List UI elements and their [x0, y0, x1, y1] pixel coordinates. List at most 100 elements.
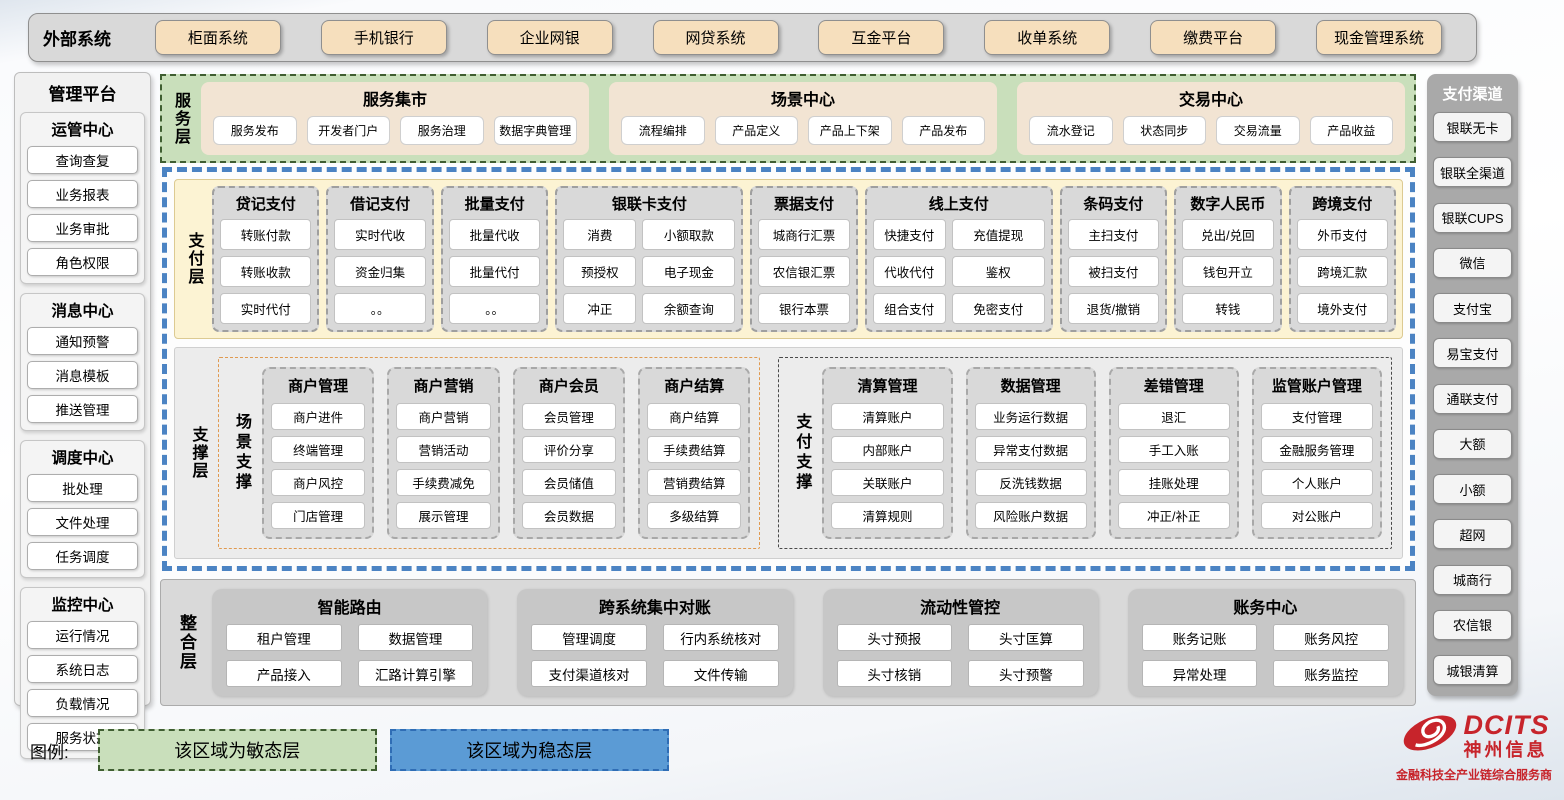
service-layer-label: 服务层: [172, 91, 189, 146]
support-module-title: 商户管理: [288, 378, 349, 395]
payment-function-box: 免密支付: [951, 293, 1045, 324]
management-function-box: 运行情况: [27, 621, 138, 649]
management-group-title: 调度中心: [51, 450, 114, 467]
management-group-title: 监控中心: [51, 597, 114, 614]
payment-layer-label: 支付层: [185, 232, 203, 286]
support-function-box: 内部账户: [831, 436, 944, 463]
stable-layer-container: 支付层 贷记支付转账付款转账收款实时代付借记支付实时代收资金归集。。批量支付批量…: [162, 167, 1415, 571]
legend-agile-box: 该区域为敏态层: [97, 729, 377, 771]
service-function-box: 产品收益: [1309, 116, 1393, 145]
payment-product-items: 快捷支付充值提现代收代付鉴权组合支付免密支付: [872, 219, 1045, 324]
support-function-box: 挂账处理: [1117, 469, 1230, 496]
payment-product-items: 消费小额取款预授权电子现金冲正余额查询: [563, 219, 736, 324]
service-center-items: 流程编排产品定义产品上下架产品发布: [621, 115, 985, 146]
integration-function-box: 头寸预报: [836, 624, 953, 651]
service-center-group: 场景中心流程编排产品定义产品上下架产品发布: [609, 82, 997, 155]
management-group: 消息中心通知预警消息模板推送管理: [20, 293, 145, 431]
support-function-box: 清算账户: [831, 403, 944, 430]
support-function-box: 反洗钱数据: [974, 469, 1087, 496]
integration-function-box: 异常处理: [1141, 660, 1258, 687]
payment-product-items: 兑出/兑回钱包开立转钱: [1182, 219, 1274, 324]
integration-function-box: 账务风控: [1273, 624, 1389, 651]
payment-function-box: 银行本票: [758, 293, 850, 324]
payment-function-box: 实时代收: [334, 219, 426, 250]
legend: 图例: 该区域为敏态层该区域为稳态层: [30, 729, 669, 771]
management-function-box: 文件处理: [27, 508, 138, 536]
service-layer: 服务层 服务集市服务发布开发者门户服务治理数据字典管理场景中心流程编排产品定义产…: [160, 74, 1416, 163]
support-module-group: 商户结算商户结算手续费结算营销费结算多级结算: [638, 367, 751, 539]
service-center-title: 交易中心: [1178, 92, 1243, 109]
support-function-box: 支付管理: [1260, 403, 1374, 430]
payment-channel-box: 通联支付: [1433, 383, 1512, 414]
payment-function-box: 冲正: [563, 293, 637, 324]
payment-channel-box: 城商行: [1433, 564, 1512, 595]
payment-product-title: 借记支付: [350, 196, 411, 213]
support-module-items: 商户结算手续费结算营销费结算多级结算: [647, 403, 742, 529]
external-systems-label: 外部系统: [43, 30, 111, 49]
management-function-box: 角色权限: [27, 248, 138, 276]
payment-product-group: 借记支付实时代收资金归集。。: [326, 186, 434, 332]
integration-module-items: 账务记账账务风控异常处理账务监控: [1141, 624, 1389, 687]
management-group-title: 消息中心: [51, 303, 114, 320]
support-module-group: 商户营销商户营销营销活动手续费减免展示管理: [387, 367, 500, 539]
payment-function-box: 转账付款: [220, 219, 312, 250]
support-function-box: 展示管理: [396, 502, 491, 529]
support-section-columns: 清算管理清算账户内部账户关联账户清算规则数据管理业务运行数据异常支付数据反洗钱数…: [822, 367, 1383, 539]
payment-product-items: 实时代收资金归集。。: [334, 219, 426, 324]
support-module-group: 清算管理清算账户内部账户关联账户清算规则: [822, 367, 953, 539]
support-function-box: 多级结算: [647, 502, 742, 529]
management-group: 运管中心查询查复业务报表业务审批角色权限: [20, 112, 145, 284]
support-module-title: 数据管理: [1000, 378, 1061, 395]
external-systems-list: 柜面系统手机银行企业网银网贷系统互金平台收单系统缴费平台现金管理系统: [135, 20, 1462, 55]
payment-channel-box: 银联全渠道: [1433, 157, 1512, 188]
service-function-box: 服务发布: [213, 116, 297, 145]
integration-function-box: 租户管理: [226, 624, 342, 651]
service-center-group: 交易中心流水登记状态同步交易流量产品收益: [1017, 82, 1405, 155]
payment-product-group: 批量支付批量代收批量代付。。: [440, 186, 549, 332]
support-section-payment: 支付支撑清算管理清算账户内部账户关联账户清算规则数据管理业务运行数据异常支付数据…: [778, 357, 1392, 549]
dcits-swirl-icon: [1399, 710, 1461, 761]
support-function-box: 冲正/补正: [1117, 502, 1230, 529]
support-function-box: 商户进件: [271, 403, 366, 430]
service-function-box: 开发者门户: [306, 116, 390, 145]
service-function-box: 服务治理: [400, 116, 484, 145]
support-function-box: 退汇: [1117, 403, 1230, 430]
dcits-logo: DCITS 神州信息 金融科技全产业链综合服务商: [1384, 710, 1564, 783]
external-system-box: 互金平台: [818, 20, 945, 55]
integration-layer-label: 整合层: [177, 614, 196, 671]
external-systems-bar: 外部系统 柜面系统手机银行企业网银网贷系统互金平台收单系统缴费平台现金管理系统: [28, 13, 1477, 62]
payment-function-box: 实时代付: [220, 293, 312, 324]
payment-product-group: 数字人民币兑出/兑回钱包开立转钱: [1174, 186, 1282, 332]
support-module-title: 商户结算: [664, 378, 725, 395]
payment-function-box: 批量代付: [448, 256, 541, 287]
payment-function-box: 小额取款: [642, 219, 736, 250]
support-layer-sections: 场景支撑商户管理商户进件终端管理商户风控门店管理商户营销商户营销营销活动手续费减…: [218, 357, 1392, 549]
payment-product-group: 票据支付城商行汇票农信银汇票银行本票: [750, 186, 858, 332]
support-module-title: 商户营销: [413, 378, 474, 395]
service-layer-groups: 服务集市服务发布开发者门户服务治理数据字典管理场景中心流程编排产品定义产品上下架…: [201, 82, 1405, 155]
payment-channel-box: 微信: [1433, 247, 1512, 278]
payment-function-box: 钱包开立: [1182, 256, 1274, 287]
management-function-box: 业务审批: [27, 214, 138, 242]
management-function-box: 业务报表: [27, 180, 138, 208]
integration-function-box: 支付渠道核对: [531, 660, 647, 687]
external-system-box: 现金管理系统: [1316, 20, 1443, 55]
support-function-box: 会员数据: [521, 502, 617, 529]
payment-channel-box: 农信银: [1433, 609, 1512, 640]
integration-module-group: 跨系统集中对账管理调度行内系统核对支付渠道核对文件传输: [517, 589, 793, 696]
management-function-box: 查询查复: [27, 146, 138, 174]
payment-function-box: 代收代付: [872, 256, 946, 287]
support-section-label: 支付支撑: [793, 413, 811, 493]
service-center-items: 流水登记状态同步交易流量产品收益: [1029, 115, 1393, 146]
service-function-box: 流水登记: [1029, 116, 1113, 145]
payment-product-items: 主扫支付被扫支付退货/撤销: [1067, 219, 1160, 324]
integration-function-box: 账务记账: [1141, 624, 1258, 651]
external-system-box: 缴费平台: [1150, 20, 1277, 55]
payment-function-box: 城商行汇票: [758, 219, 850, 250]
payment-product-title: 批量支付: [464, 196, 525, 213]
integration-function-box: 管理调度: [531, 624, 647, 651]
integration-function-box: 产品接入: [226, 660, 342, 687]
payment-function-box: 余额查询: [642, 293, 736, 324]
